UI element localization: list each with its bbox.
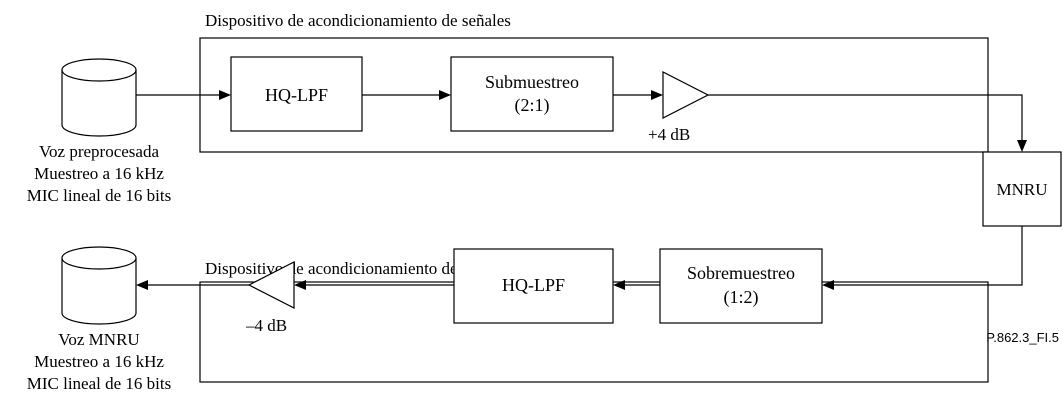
source-database-icon	[61, 58, 137, 137]
sink-database-icon	[61, 246, 137, 325]
arrowhead	[294, 280, 306, 290]
arrowhead	[822, 280, 834, 290]
sink-label-line3: MIC lineal de 16 bits	[27, 374, 171, 393]
lower-signal-path	[136, 226, 1023, 290]
arrowhead	[136, 280, 148, 290]
submuestreo-block	[450, 56, 614, 132]
upper-conditioning-device: Dispositivo de acondicionamiento de seña…	[199, 11, 989, 153]
sink-label-line1: Voz MNRU	[58, 330, 139, 349]
mnru-to-sobremuestreo-connector	[830, 226, 1023, 286]
figure-id: P.862.3_FI.5	[986, 330, 1059, 345]
arrowhead	[651, 90, 663, 100]
amplifier-to-mnru-connector	[708, 94, 1023, 144]
source-label-line3: MIC lineal de 16 bits	[27, 186, 171, 205]
submuestreo-label-line2: (2:1)	[515, 95, 550, 116]
upper-device-title: Dispositivo de acondicionamiento de seña…	[205, 11, 511, 30]
source-label-line1: Voz preprocesada	[39, 142, 160, 161]
lower-gain-label: –4 dB	[245, 316, 287, 335]
arrowhead	[219, 90, 231, 100]
mnru-label: MNRU	[996, 180, 1047, 199]
lower-hq-lpf-block	[453, 248, 614, 324]
upper-hq-lpf-block	[230, 56, 363, 132]
lower-conditioning-device: Dispositivo de acondicionamiento de seña…	[199, 248, 989, 383]
upper-hq-lpf-label: HQ-LPF	[265, 85, 328, 105]
source-label-line2: Muestreo a 16 kHz	[34, 164, 164, 183]
sobremuestreo-label-line2: (1:2)	[724, 287, 759, 308]
arrowhead	[613, 280, 625, 290]
sobremuestreo-label-line1: Sobremuestreo	[687, 263, 795, 283]
mnru-block	[982, 151, 1062, 227]
upper-amplifier-triangle	[662, 71, 710, 119]
sink-label-line2: Muestreo a 16 kHz	[34, 352, 164, 371]
upper-gain-label: +4 dB	[648, 125, 690, 144]
arrowhead	[439, 90, 451, 100]
submuestreo-label-line1: Submuestreo	[485, 72, 579, 92]
upper-signal-path	[136, 90, 1027, 152]
arrowhead	[1017, 140, 1027, 152]
sobremuestreo-block	[659, 248, 823, 324]
lower-hq-lpf-label: HQ-LPF	[502, 275, 565, 295]
